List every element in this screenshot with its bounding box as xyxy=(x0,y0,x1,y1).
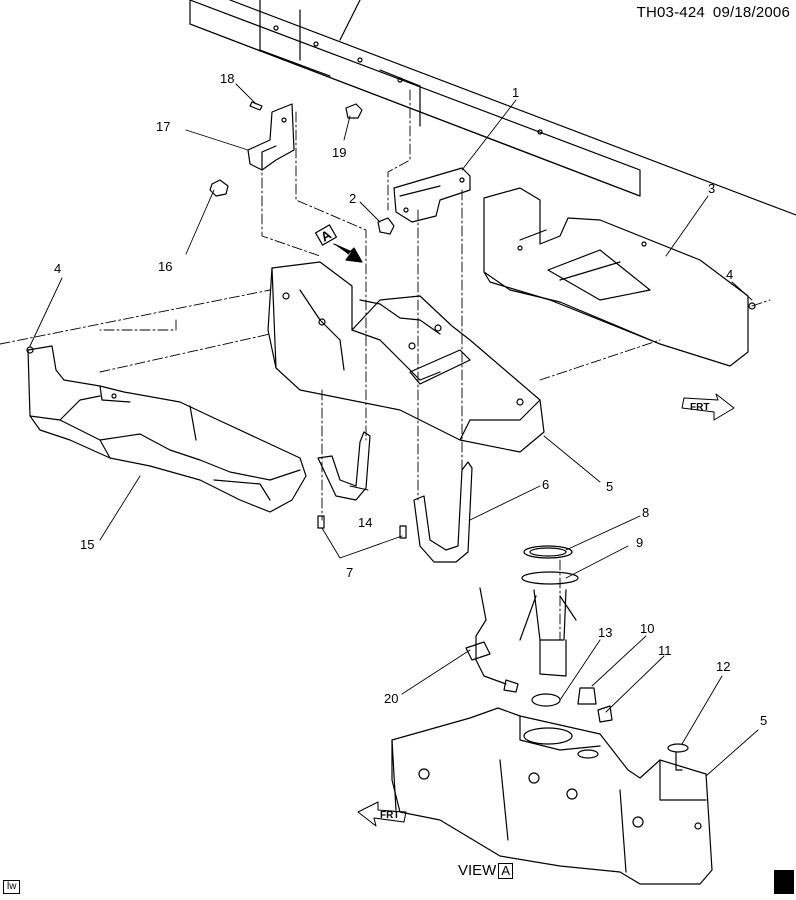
callout-4-left: 4 xyxy=(54,261,62,276)
strap-14 xyxy=(317,431,371,501)
nut-2 xyxy=(377,217,395,235)
seal-8 xyxy=(523,545,573,559)
callout-8: 8 xyxy=(642,505,650,520)
corner-tag: lw xyxy=(3,880,21,894)
front-arrow-lower: FRT xyxy=(357,801,407,827)
leader-lines xyxy=(29,83,759,777)
sensor-20 xyxy=(465,587,519,693)
nut-16 xyxy=(209,179,229,197)
callout-5-lower: 5 xyxy=(760,713,768,728)
callout-3: 3 xyxy=(708,181,716,196)
view-a-marker: A xyxy=(314,224,363,263)
callout-16: 16 xyxy=(158,259,173,274)
callout-4-right: 4 xyxy=(726,267,734,282)
drawing-date: 09/18/2006 xyxy=(712,4,790,21)
callout-15: 15 xyxy=(80,537,95,552)
callout-10: 10 xyxy=(640,621,655,636)
seal-13 xyxy=(531,693,561,707)
fastener-4 xyxy=(26,302,756,354)
strap-6 xyxy=(413,461,473,563)
callout-1: 1 xyxy=(512,85,520,100)
callout-14: 14 xyxy=(358,515,373,530)
bracket-1 xyxy=(393,167,471,223)
callout-7: 7 xyxy=(346,565,354,580)
connector-11 xyxy=(597,705,613,723)
view-label-letter: A xyxy=(498,863,514,879)
callout-6: 6 xyxy=(542,477,550,492)
gm-spo-logo xyxy=(774,870,794,894)
drawing-header: TH03-424 09/18/2006 xyxy=(629,4,790,21)
callout-12: 12 xyxy=(716,659,731,674)
screw-18 xyxy=(249,101,263,111)
callout-20: 20 xyxy=(384,691,399,706)
fitting-12 xyxy=(667,743,689,771)
callout-5-upper: 5 xyxy=(606,479,614,494)
frame-rail xyxy=(189,0,796,216)
valve-10 xyxy=(577,687,597,705)
shield-3 xyxy=(483,187,749,367)
front-arrow-lower-text: FRT xyxy=(380,810,399,821)
callout-2: 2 xyxy=(349,191,357,206)
fuel-tank-5 xyxy=(267,261,545,453)
bolts-7 xyxy=(317,515,407,539)
shield-15 xyxy=(27,345,307,513)
callout-9: 9 xyxy=(636,535,644,550)
callout-18: 18 xyxy=(220,71,235,86)
fuel-tank-5-lower xyxy=(391,707,713,885)
callout-19: 19 xyxy=(332,145,347,160)
bracket-17 xyxy=(247,103,295,171)
front-arrow-upper-text: FRT xyxy=(690,402,709,413)
callout-13: 13 xyxy=(598,625,613,640)
nut-19 xyxy=(345,103,363,119)
callout-17: 17 xyxy=(156,119,171,134)
drawing-id: TH03-424 xyxy=(636,4,705,21)
front-arrow-upper: FRT xyxy=(681,393,735,421)
fuel-pump-9 xyxy=(519,571,579,677)
callout-11: 11 xyxy=(658,643,672,658)
view-label-text: VIEW xyxy=(458,862,497,879)
assembly-lines xyxy=(0,89,771,641)
